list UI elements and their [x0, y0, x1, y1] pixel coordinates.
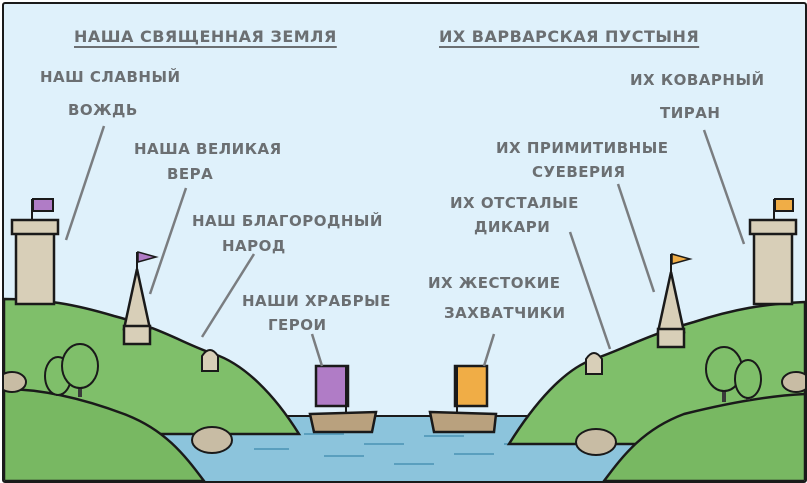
left-temple-spire: [122, 251, 159, 346]
label-faith-line1: НАША ВЕЛИКАЯ: [134, 140, 282, 158]
right-rock: [575, 428, 617, 456]
right-orange-sail: [453, 364, 489, 408]
label-savages-line2: ДИКАРИ: [474, 218, 551, 236]
label-invaders-line1: ИХ ЖЕСТОКИЕ: [428, 274, 561, 292]
label-people-line1: НАШ БЛАГОРОДНЫЙ: [192, 212, 383, 230]
landscape-illustration: [4, 125, 805, 481]
left-purple-flag: [32, 198, 54, 212]
right-foreground-hill: [602, 392, 805, 481]
left-foreground-hill: [4, 387, 206, 481]
label-superstition-line2: СУЕВЕРИЯ: [532, 163, 626, 181]
label-leader-line2: ВОЖДЬ: [68, 101, 138, 119]
label-tyrant-line2: ТИРАН: [660, 104, 721, 122]
left-hut: [201, 349, 219, 372]
label-savages-line1: ИХ ОТСТАЛЫЕ: [450, 194, 579, 212]
left-rock: [191, 426, 233, 454]
label-heroes-line1: НАШИ ХРАБРЫЕ: [242, 292, 391, 310]
label-invaders-line2: ЗАХВАТЧИКИ: [444, 304, 566, 322]
label-people-line2: НАРОД: [222, 237, 286, 255]
left-castle-tower: [10, 198, 60, 306]
right-orange-flag: [774, 198, 794, 212]
left-title: НАША СВЯЩЕННАЯ ЗЕМЛЯ: [74, 27, 337, 46]
left-trees: [44, 343, 99, 397]
right-title: ИХ ВАРВАРСКАЯ ПУСТЫНЯ: [439, 27, 700, 46]
right-temple-spire: [656, 253, 693, 349]
right-castle-tower: [748, 198, 798, 306]
right-ship: [428, 364, 498, 434]
pointer-lines: [64, 125, 746, 367]
label-faith-line2: ВЕРА: [167, 165, 214, 183]
right-hut: [585, 352, 603, 375]
label-heroes-line2: ГЕРОИ: [268, 316, 327, 334]
label-leader-line1: НАШ СЛАВНЫЙ: [40, 68, 181, 86]
label-superstition-line1: ИХ ПРИМИТИВНЫЕ: [496, 139, 669, 157]
left-ship: [308, 364, 378, 434]
label-tyrant-line1: ИХ КОВАРНЫЙ: [630, 71, 765, 89]
left-purple-sail: [314, 364, 350, 408]
right-trees: [705, 346, 762, 402]
